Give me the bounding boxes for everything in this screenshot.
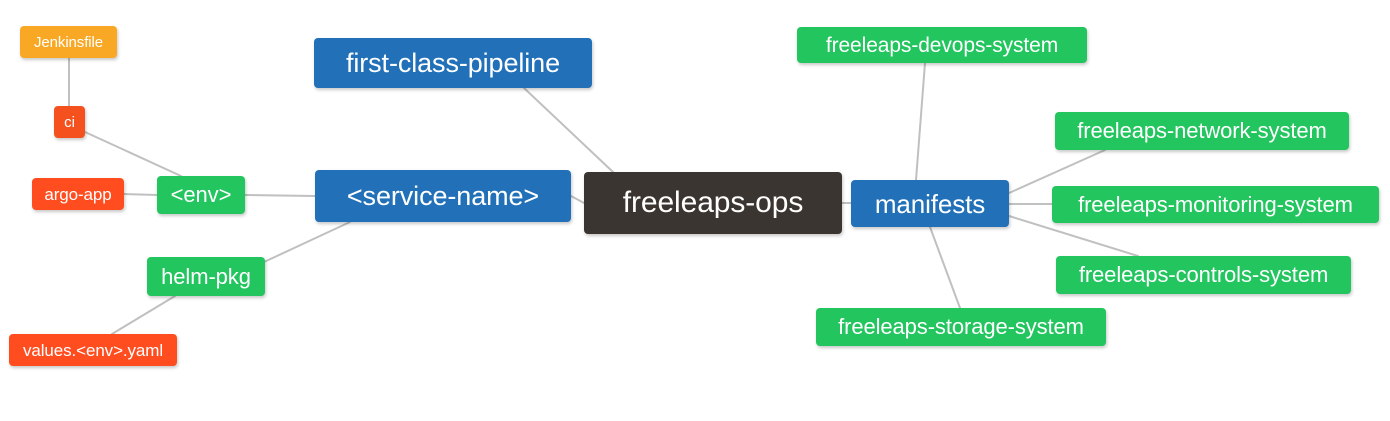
node-label-service-name: <service-name>	[346, 180, 540, 211]
edge-manifests-to-freeleaps-devops-system	[915, 62, 926, 181]
edge-service-name-to-helm-pkg	[263, 221, 351, 263]
node-argo-app[interactable]: argo-app	[32, 178, 124, 210]
node-label-freeleaps-storage-system: freeleaps-storage-system	[838, 314, 1084, 339]
edge-env-to-argo-app	[123, 193, 158, 196]
node-freeleaps-controls-system[interactable]: freeleaps-controls-system	[1056, 256, 1351, 294]
node-helm-pkg[interactable]: helm-pkg	[147, 257, 265, 296]
edge-helm-pkg-to-values-env-yaml	[111, 295, 176, 335]
node-label-helm-pkg: helm-pkg	[161, 263, 251, 289]
node-label-freeleaps-monitoring-system: freeleaps-monitoring-system	[1078, 191, 1353, 217]
node-label-freeleaps-controls-system: freeleaps-controls-system	[1078, 262, 1329, 287]
node-label-manifests: manifests	[874, 188, 986, 219]
node-first-class-pipeline[interactable]: first-class-pipeline	[314, 38, 592, 88]
node-label-env: <env>	[170, 182, 232, 207]
node-freeleaps-monitoring-system[interactable]: freeleaps-monitoring-system	[1052, 186, 1379, 223]
node-label-values-env-yaml: values.<env>.yaml	[22, 340, 164, 360]
node-values-env-yaml[interactable]: values.<env>.yaml	[9, 334, 177, 366]
node-jenkinsfile[interactable]: Jenkinsfile	[20, 26, 117, 58]
node-label-freeleaps-devops-system: freeleaps-devops-system	[825, 33, 1059, 57]
node-env[interactable]: <env>	[157, 176, 245, 214]
node-label-ci: ci	[64, 113, 75, 131]
edge-service-name-to-env	[244, 194, 316, 197]
node-ci[interactable]: ci	[54, 106, 85, 138]
node-label-first-class-pipeline: first-class-pipeline	[345, 47, 561, 78]
node-freeleaps-ops[interactable]: freeleaps-ops	[584, 172, 842, 234]
edge-manifests-to-freeleaps-storage-system	[929, 226, 961, 309]
node-freeleaps-storage-system[interactable]: freeleaps-storage-system	[816, 308, 1106, 346]
node-manifests[interactable]: manifests	[851, 180, 1009, 227]
edge-freeleaps-ops-to-first-class-pipeline	[523, 87, 614, 173]
node-label-freeleaps-network-system: freeleaps-network-system	[1077, 118, 1327, 143]
node-label-freeleaps-ops: freeleaps-ops	[622, 186, 804, 219]
node-freeleaps-devops-system[interactable]: freeleaps-devops-system	[797, 27, 1087, 63]
node-service-name[interactable]: <service-name>	[315, 170, 571, 222]
node-freeleaps-network-system[interactable]: freeleaps-network-system	[1055, 112, 1349, 150]
node-label-argo-app: argo-app	[44, 184, 112, 204]
edge-env-to-ci	[84, 131, 182, 177]
edge-freeleaps-ops-to-service-name	[570, 195, 585, 204]
node-label-jenkinsfile: Jenkinsfile	[34, 33, 103, 51]
